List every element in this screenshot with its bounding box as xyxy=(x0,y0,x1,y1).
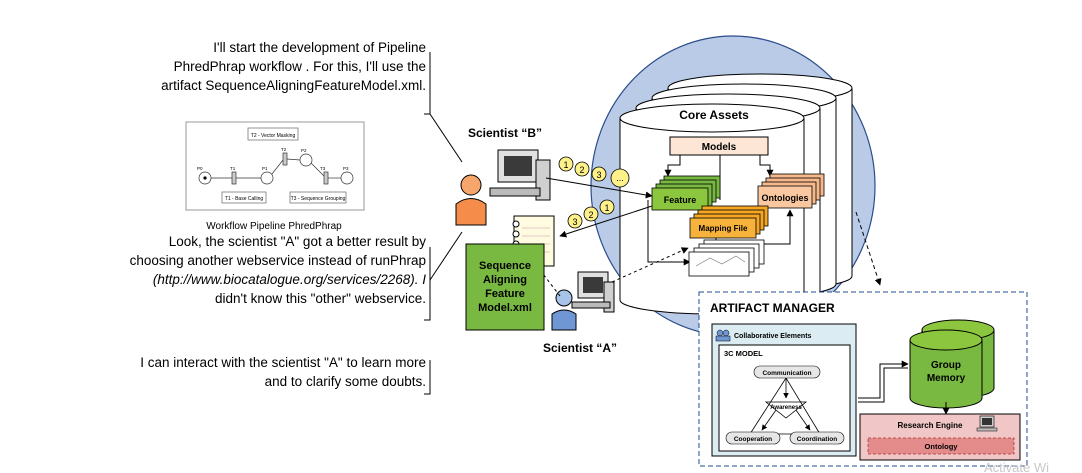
quote-line: Look, the scientist "A" got a better res… xyxy=(168,234,426,249)
3c-model-label: 3C MODEL xyxy=(724,349,763,358)
workflow-t1-label: T1 - Base Calling xyxy=(225,196,264,202)
group-memory-cylinders xyxy=(909,319,995,409)
ontologies-stack xyxy=(757,173,825,209)
communication-pill xyxy=(753,365,821,379)
workflow-label-t3: T3 xyxy=(320,166,326,171)
group-memory-line-2: Memory xyxy=(927,373,966,384)
ontology-label: Ontology xyxy=(925,442,959,451)
mapping-file-stack xyxy=(689,205,769,239)
quote-line: didn't know this "other" webservice. xyxy=(214,291,426,306)
cooperation-pill xyxy=(725,431,781,445)
step-top-3: 3 xyxy=(596,170,601,180)
research-engine-label: Research Engine xyxy=(898,421,963,430)
cooperation-label: Cooperation xyxy=(734,436,772,443)
sequence-model-line-4: Model.xml xyxy=(478,302,532,314)
quote-interact: I can interact with the scientist "A" to… xyxy=(140,353,426,391)
quote-line: artifact SequenceAligningFeatureModel.xm… xyxy=(161,78,426,93)
scientist-b-label: Scientist “B” xyxy=(468,126,542,140)
step-bottom-2: 2 xyxy=(588,210,593,220)
workflow-label-p2: P2 xyxy=(301,148,307,153)
scientist-a-label: Scientist “A” xyxy=(543,341,617,355)
coordination-label: Coordination xyxy=(797,436,837,443)
step-bottom-3: 3 xyxy=(572,217,577,227)
sequence-model-line-2: Aligning xyxy=(483,274,527,286)
workflow-documents-stack xyxy=(688,239,765,277)
step-top-2: 2 xyxy=(579,165,584,175)
computer-icon xyxy=(976,415,998,432)
collaborative-elements-label: Collaborative Elements xyxy=(734,333,812,340)
sequence-model-line-3: Feature xyxy=(485,288,525,300)
quote-line: and to clarify some doubts. xyxy=(264,374,426,389)
workflow-t2-label: T2 - Vector Masking xyxy=(251,133,296,139)
step-bottom-1: 1 xyxy=(604,203,609,213)
workflow-t3-label: T3 - Sequence Grouping xyxy=(291,196,346,202)
quote-better-result: Look, the scientist "A" got a better res… xyxy=(130,232,426,308)
ontology-box xyxy=(867,437,1015,455)
core-assets-title: Core Assets xyxy=(679,108,749,122)
workflow-label-t1: T1 xyxy=(230,166,236,171)
workflow-label-p1: P1 xyxy=(262,166,268,171)
workflow-label-p0: P0 xyxy=(197,166,203,171)
people-icon xyxy=(715,329,731,342)
ontologies-label: Ontologies xyxy=(762,193,809,203)
quote-line: (http://www.biocatalogue.org/services/22… xyxy=(152,272,426,287)
mapping-file-label: Mapping File xyxy=(699,224,748,233)
steps-top xyxy=(558,156,630,188)
awareness-label: Awareness xyxy=(770,405,802,411)
workflow-label-p3: P3 xyxy=(343,166,349,171)
artifact-manager-title: ARTIFACT MANAGER xyxy=(710,301,835,315)
workflow-label-t2: T2 xyxy=(281,147,287,152)
sequence-model-line-1: Sequence xyxy=(479,260,531,272)
models-box xyxy=(669,136,769,156)
quote-line: I can interact with the scientist "A" to… xyxy=(140,355,426,370)
coordination-pill xyxy=(789,431,845,445)
communication-label: Communication xyxy=(762,370,811,377)
scientist-b-figure xyxy=(455,149,551,226)
models-label: Models xyxy=(702,142,737,153)
quote-line: PhredPhrap workflow . For this, I'll use… xyxy=(173,59,426,74)
feature-stack xyxy=(651,175,721,211)
quote-start-development: I'll start the development of Pipeline P… xyxy=(161,38,426,95)
workflow-thumbnail: T2 - Vector Masking T1 - Base Calling T3… xyxy=(185,121,365,211)
step-top-more: ... xyxy=(616,173,624,183)
quote-line: choosing another webservice instead of r… xyxy=(129,253,426,268)
sequence-model-document xyxy=(465,243,545,331)
scientist-a-figure xyxy=(551,271,615,331)
workflow-caption: Workflow Pipeline PhredPhrap xyxy=(206,221,342,232)
feature-label: Feature xyxy=(664,195,697,205)
steps-bottom xyxy=(567,199,615,229)
step-top-1: 1 xyxy=(563,160,568,170)
quote-brackets xyxy=(424,52,463,395)
quote-line: I'll start the development of Pipeline xyxy=(213,40,426,55)
watermark-text: Activate Wi xyxy=(984,460,1049,473)
group-memory-line-1: Group xyxy=(931,360,961,371)
